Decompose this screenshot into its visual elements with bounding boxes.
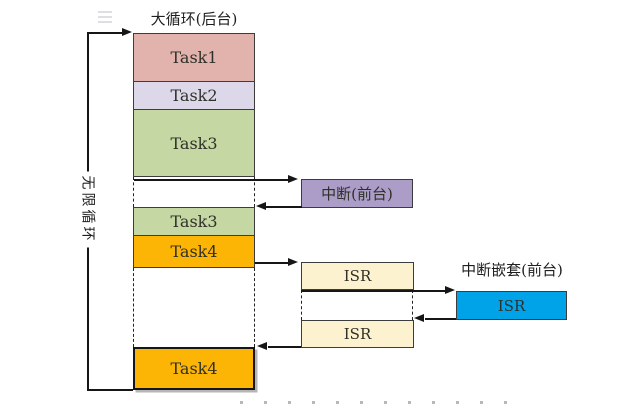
arrowhead-right-icon	[288, 175, 298, 183]
task4-label: Task4	[170, 242, 218, 261]
arrow-nested-return	[425, 318, 456, 320]
nested-interrupt-title: 中断嵌套(前台)	[461, 261, 563, 279]
task4-resume-label: Task4	[170, 359, 218, 378]
stack-gap-2	[133, 268, 255, 347]
loop-line-top-horizontal	[87, 32, 123, 34]
isr1-label: ISR	[343, 267, 372, 285]
loop-line-bottom-horizontal	[87, 389, 133, 391]
arrow-isr-return	[268, 346, 301, 348]
task1-box: Task1	[133, 33, 255, 82]
isr1-box: ISR	[301, 262, 414, 290]
loop-line-bottom-segment	[87, 247, 89, 390]
arrow-task4-to-isr	[255, 262, 289, 264]
task2-box: Task2	[133, 81, 255, 110]
arrow-interrupt-return	[266, 206, 302, 208]
task3-label: Task3	[170, 133, 218, 153]
isr-gap-left-dash	[301, 290, 302, 320]
arrowhead-right-icon	[122, 28, 132, 36]
cropped-text-fragment	[98, 8, 112, 23]
nested-isr-box: ISR	[456, 291, 567, 320]
isr2-box: ISR	[301, 320, 414, 348]
loop-line-top-segment	[87, 33, 89, 172]
task3-box: Task3	[133, 109, 255, 177]
interrupt-box: 中断(前台)	[301, 179, 413, 208]
arrow-task3-to-interrupt	[134, 179, 289, 181]
nested-isr-label: ISR	[497, 296, 526, 315]
diagram-title: 大循环(后台)	[150, 10, 238, 28]
task3-resume-label: Task3	[170, 212, 218, 231]
task4-box: Task4	[133, 235, 255, 268]
arrow-isr-to-nested	[301, 290, 446, 292]
task2-label: Task2	[170, 86, 218, 105]
arrowhead-left-icon	[256, 202, 266, 210]
isr-gap-right-dash	[412, 290, 413, 320]
task1-label: Task1	[170, 48, 218, 67]
interrupt-label: 中断(前台)	[321, 185, 393, 203]
arrowhead-left-icon	[414, 314, 424, 322]
isr2-label: ISR	[343, 325, 372, 343]
cropped-caption-top-edge	[240, 401, 522, 404]
task3-resume-box: Task3	[133, 207, 255, 236]
arrowhead-right-icon	[445, 286, 455, 294]
arrowhead-right-icon	[288, 258, 298, 266]
stack-gap-1	[133, 177, 255, 207]
infinite-loop-label: 无限循环	[78, 171, 96, 248]
task4-resume-box: Task4	[133, 347, 255, 390]
arrowhead-left-icon	[257, 342, 267, 350]
